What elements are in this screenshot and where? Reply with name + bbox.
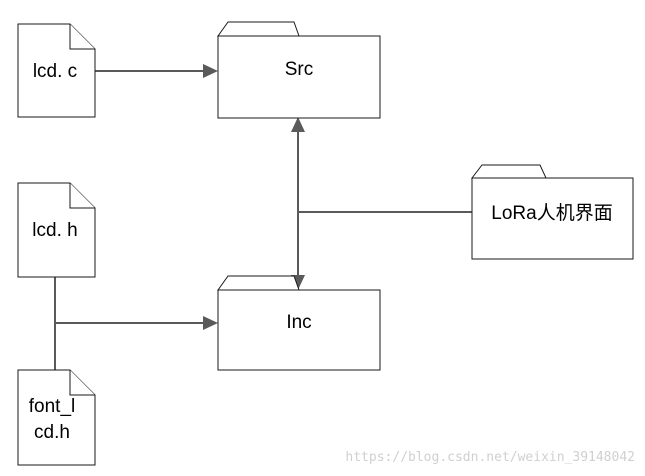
connectors: [54, 64, 472, 370]
watermark-text: https://blog.csdn.net/weixin_39148042: [345, 450, 635, 465]
arrowhead-inc-left: [203, 316, 218, 330]
folder-inc: Inc: [217, 275, 381, 371]
folder-icon: [471, 177, 634, 260]
arrowhead-src-left: [203, 64, 218, 78]
folder-inc-label: Inc: [286, 312, 311, 333]
file-fold-corner: [69, 183, 95, 209]
folder-src: Src: [217, 21, 381, 119]
file-lcd-c: lcd. c: [17, 23, 96, 118]
folder-tab: [217, 275, 300, 291]
file-lcd-h: lcd. h: [17, 182, 96, 278]
file-fold-corner: [69, 370, 95, 396]
folder-tab: [217, 21, 300, 37]
file-fold-corner: [69, 24, 95, 50]
file-font-lcd-h-label-line1: font_l: [29, 396, 75, 417]
file-lcd-h-label: lcd. h: [32, 220, 77, 241]
folder-lora: LoRa人机界面: [470, 164, 634, 260]
folder-tab: [470, 164, 547, 179]
folder-src-label: Src: [285, 59, 314, 80]
file-lcd-c-label: lcd. c: [33, 61, 77, 82]
folder-icon: [217, 289, 381, 371]
folder-icon: [217, 35, 381, 119]
arrowhead-src-bottom: [291, 117, 305, 132]
file-font-lcd-h-label-line2: cd.h: [34, 422, 70, 443]
file-font-lcd-h: font_l cd.h: [17, 369, 96, 466]
folder-lora-label: LoRa人机界面: [491, 202, 612, 224]
